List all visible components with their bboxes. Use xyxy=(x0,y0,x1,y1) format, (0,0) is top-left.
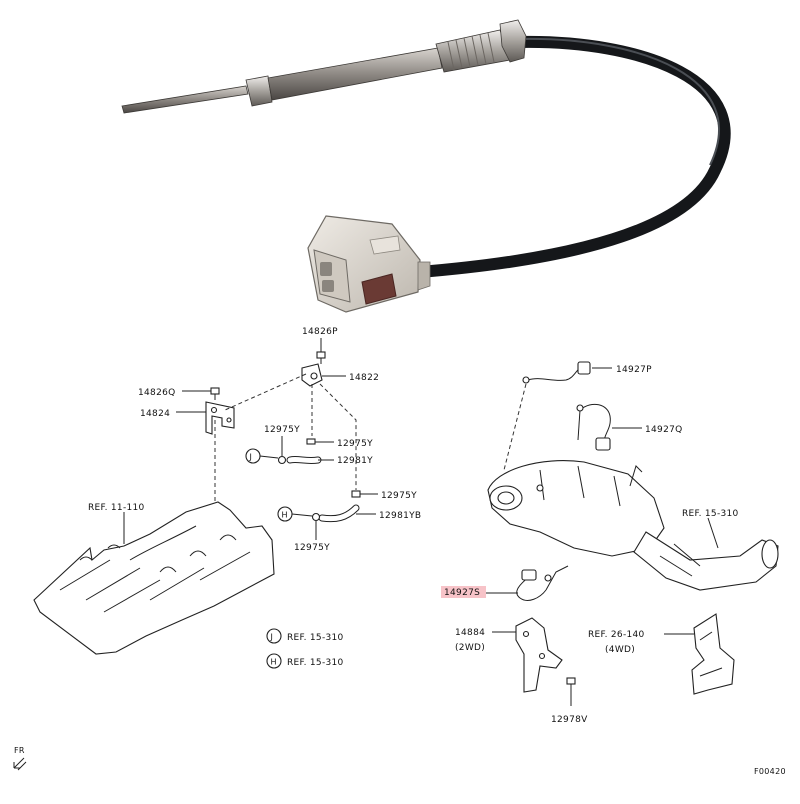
ref-circle-j-top xyxy=(245,448,261,464)
clamp-12975Y-j xyxy=(277,455,287,465)
circle-h-top-letter: H xyxy=(282,511,288,520)
label-12978V: 12978V xyxy=(551,715,588,725)
label-ref-15-310: REF. 15-310 xyxy=(682,509,739,519)
label-14927S: 14927S xyxy=(444,588,480,598)
bolt-14826P xyxy=(316,351,326,364)
sensor-collar xyxy=(245,75,273,107)
fr-label: FR xyxy=(14,746,25,755)
circle-h-letter: H xyxy=(271,658,277,667)
label-ref-h: REF. 15-310 xyxy=(287,658,344,668)
label-14927Q: 14927Q xyxy=(645,425,683,435)
bolt-12978V xyxy=(566,677,576,706)
label-12975Y-d: 12975Y xyxy=(294,543,330,553)
sensor-tube xyxy=(267,47,443,101)
hose-12981YB xyxy=(318,504,360,523)
bracket-14884 xyxy=(515,617,563,693)
label-ref-j: REF. 15-310 xyxy=(287,633,344,643)
exhaust-pipe xyxy=(633,531,779,591)
clamp-12975Y-right xyxy=(351,490,361,498)
hose-12981Y xyxy=(286,455,322,465)
circle-j-letter: J xyxy=(270,633,274,642)
label-14884: 14884 xyxy=(455,628,485,638)
fr-arrow-icon xyxy=(13,757,27,771)
clamp-12975Y-top xyxy=(306,438,316,445)
ref-circle-h xyxy=(266,653,282,669)
right-assembly xyxy=(486,361,779,706)
label-14826P: 14826P xyxy=(302,327,338,337)
sensor-photo xyxy=(121,19,731,313)
dpf-outline xyxy=(487,460,665,557)
label-14884-sub: (2WD) xyxy=(455,643,485,653)
heat-shield xyxy=(691,613,735,695)
bracket-14824 xyxy=(205,401,235,435)
label-14822: 14822 xyxy=(349,373,379,383)
clamp-12975Y-h xyxy=(311,512,321,522)
ref-circle-j xyxy=(266,628,282,644)
figure-code: F00420 xyxy=(754,767,786,776)
label-ref-26-140: REF. 26-140 xyxy=(588,630,645,640)
label-12981YB: 12981YB xyxy=(379,511,421,521)
label-14927P: 14927P xyxy=(616,365,652,375)
label-14824: 14824 xyxy=(140,409,170,419)
sensor-cable xyxy=(414,35,731,278)
label-12981Y: 12981Y xyxy=(337,456,373,466)
sensor-probe-tip xyxy=(121,85,249,114)
label-12975Y-b: 12975Y xyxy=(337,439,373,449)
label-ref-26-140-sub: (4WD) xyxy=(605,645,635,655)
sensor-14822 xyxy=(301,363,323,387)
label-12975Y-c: 12975Y xyxy=(381,491,417,501)
label-ref-11-110: REF. 11-110 xyxy=(88,503,145,513)
sensor-14927Q xyxy=(576,403,611,451)
callout-labels: 14826P 14822 14826Q 14824 12975Y 12975Y … xyxy=(13,327,786,776)
sensor-14927P xyxy=(522,361,591,384)
label-14826Q: 14826Q xyxy=(138,388,176,398)
engine-head-outline xyxy=(33,501,275,655)
left-assembly xyxy=(33,338,378,655)
circle-j-top-letter: J xyxy=(249,453,253,462)
highlight-14927S xyxy=(441,586,486,598)
bolt-14826Q xyxy=(210,387,220,400)
sensor-thread xyxy=(435,29,511,73)
label-12975Y-a: 12975Y xyxy=(264,425,300,435)
sensor-hex-nut xyxy=(499,19,527,63)
sensor-14927S xyxy=(516,565,569,601)
sensor-connector xyxy=(307,215,431,313)
